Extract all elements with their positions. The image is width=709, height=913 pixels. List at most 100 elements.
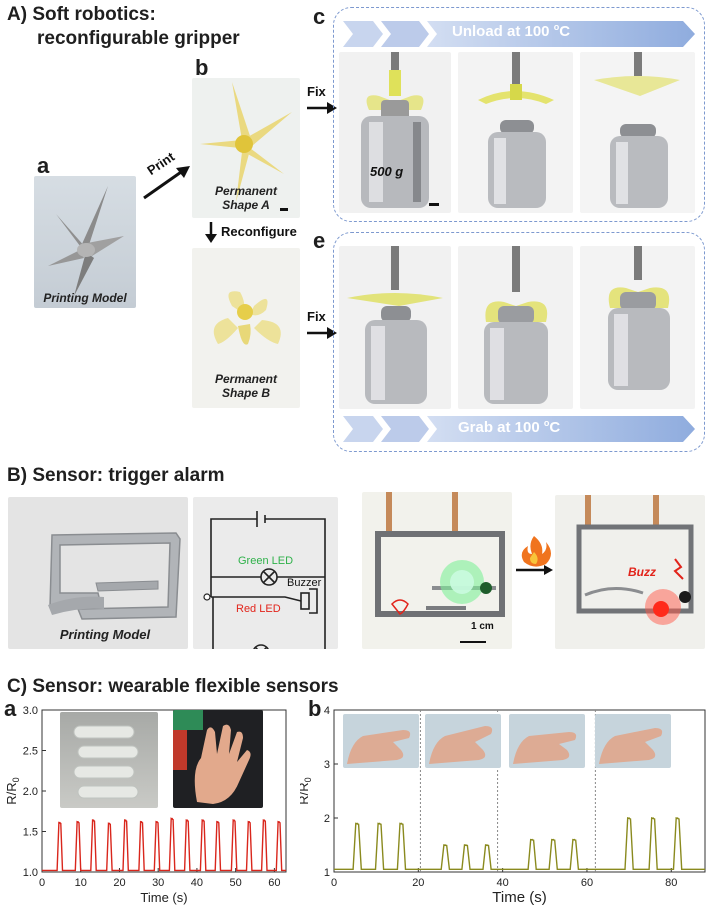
section-a-title-line2: reconfigurable gripper bbox=[37, 28, 240, 49]
x-tick-label-6: 60 bbox=[268, 877, 280, 889]
fix-arrow-c-icon bbox=[307, 102, 337, 114]
peak-point-0 bbox=[356, 822, 358, 825]
peak-point-9 bbox=[202, 819, 204, 821]
hand-icon bbox=[173, 710, 251, 804]
panel-c-b-label: b bbox=[308, 696, 322, 721]
x-tick-label-0: 0 bbox=[39, 877, 45, 889]
fire-arrow-icon bbox=[516, 536, 553, 575]
degree-sup-2: o bbox=[543, 418, 550, 428]
signal-line bbox=[334, 817, 705, 870]
unload-banner-arrow bbox=[343, 21, 695, 47]
print-arrow-icon bbox=[143, 166, 190, 200]
star-model-icon bbox=[48, 186, 124, 296]
curled-gripper-icon bbox=[213, 291, 281, 345]
x-tick-label-4: 80 bbox=[665, 877, 677, 889]
buzz-label: Buzz bbox=[628, 565, 656, 579]
shape-a-image bbox=[192, 78, 300, 218]
degree-sup: o bbox=[553, 22, 560, 32]
y-axis-label: R/R0 bbox=[300, 777, 313, 804]
peak-point-1 bbox=[77, 820, 79, 823]
y-tick-label-0: 1 bbox=[324, 867, 330, 879]
x-tick-label-3: 30 bbox=[152, 877, 164, 889]
y-tick-label-3: 4 bbox=[324, 705, 330, 717]
signal-line bbox=[42, 817, 286, 872]
x-axis-label: Time (s) bbox=[492, 889, 546, 906]
hand-pose-icon bbox=[347, 730, 411, 764]
reconfigure-arrow-icon bbox=[205, 222, 217, 243]
gripper-above-weight-icon bbox=[347, 246, 443, 404]
gripper-release-icon bbox=[478, 52, 554, 208]
printing-model-caption: Printing Model bbox=[43, 291, 127, 305]
y-tick-label-4: 3.0 bbox=[23, 705, 38, 717]
peak-point-12 bbox=[248, 820, 251, 823]
y-tick-label-0: 1.0 bbox=[23, 867, 38, 879]
peak-point-13 bbox=[263, 819, 266, 821]
peak-point-1 bbox=[378, 822, 381, 825]
red-led-photo bbox=[555, 495, 705, 649]
buzzer-label: Buzzer bbox=[287, 577, 322, 589]
peak-point-3 bbox=[108, 822, 111, 825]
panel-c-frame bbox=[333, 7, 705, 222]
peak-point-14 bbox=[278, 820, 280, 823]
plot-frame bbox=[333, 709, 706, 873]
gripper-lifting-icon bbox=[608, 246, 670, 390]
x-tick-label-2: 20 bbox=[113, 877, 125, 889]
grab-banner-label: Grab at 100 bbox=[458, 419, 544, 436]
peak-point-9 bbox=[628, 817, 630, 819]
star-gripper-icon bbox=[200, 82, 292, 211]
section-b-title: B) Sensor: trigger alarm bbox=[7, 465, 225, 486]
hand-sensor-photo bbox=[173, 710, 263, 808]
peak-point-7 bbox=[171, 817, 173, 820]
x-tick-label-1: 10 bbox=[75, 877, 87, 889]
circuit-schematic-icon bbox=[203, 511, 326, 649]
panel-e-frame bbox=[333, 232, 705, 452]
section-a-title-line1: A) Soft robotics: bbox=[7, 4, 156, 25]
shape-a-caption: Permanent Shape A bbox=[192, 184, 300, 212]
peak-point-10 bbox=[217, 820, 219, 823]
peak-point-10 bbox=[652, 817, 654, 819]
green-led-photo bbox=[362, 492, 512, 649]
grab-photo-2 bbox=[458, 246, 573, 409]
green-led-label: Green LED bbox=[238, 555, 294, 567]
y-tick-label-1: 2 bbox=[324, 813, 330, 825]
x-axis-label: Time (s) bbox=[140, 890, 187, 905]
x-tick-label-2: 40 bbox=[497, 877, 509, 889]
peak-point-11 bbox=[676, 817, 679, 819]
x-tick-label-5: 50 bbox=[230, 877, 242, 889]
hand-photo-2 bbox=[425, 714, 501, 768]
panel-b-label: b bbox=[195, 55, 209, 80]
sensor-green-led-icon bbox=[375, 492, 505, 643]
sensor-frame-icon bbox=[48, 532, 181, 620]
unload-photo-2 bbox=[458, 52, 573, 213]
peak-point-0 bbox=[59, 821, 61, 824]
fix-arrow-c-label: Fix bbox=[307, 84, 326, 99]
hand-photo-1 bbox=[343, 714, 419, 768]
shape-b-caption-line2: Shape B bbox=[221, 386, 270, 400]
hand-photo-4 bbox=[595, 714, 671, 768]
y-tick-label-1: 1.5 bbox=[23, 827, 38, 839]
sensor-strips-icon bbox=[73, 725, 139, 799]
x-tick-label-0: 0 bbox=[331, 877, 337, 889]
y-tick-label-2: 3 bbox=[324, 759, 330, 771]
shape-a-caption-line1: Permanent bbox=[214, 184, 278, 198]
unload-photo-3 bbox=[580, 52, 695, 213]
fix-arrow-e-icon bbox=[307, 327, 337, 339]
x-tick-label-4: 40 bbox=[191, 877, 203, 889]
peak-point-2 bbox=[400, 822, 403, 825]
panel-c-label: c bbox=[313, 4, 326, 29]
hand-pose-icon bbox=[599, 728, 663, 764]
panel-a-label: a bbox=[37, 153, 50, 178]
grab-photo-1 bbox=[339, 246, 451, 409]
peak-point-6 bbox=[156, 820, 158, 823]
peak-point-5 bbox=[140, 820, 143, 823]
circuit-diagram bbox=[193, 497, 338, 649]
grab-banner-arrow bbox=[343, 416, 695, 442]
unload-banner-label: Unload at 100 bbox=[452, 23, 554, 40]
grab-banner-text: Grab at 100 oC bbox=[458, 418, 560, 436]
x-tick-label-1: 20 bbox=[412, 877, 424, 889]
y-tick-label-3: 2.5 bbox=[23, 746, 38, 758]
panel-e-label: e bbox=[313, 228, 326, 253]
grab-photo-3 bbox=[580, 246, 695, 409]
hand-photo-3 bbox=[509, 714, 585, 768]
